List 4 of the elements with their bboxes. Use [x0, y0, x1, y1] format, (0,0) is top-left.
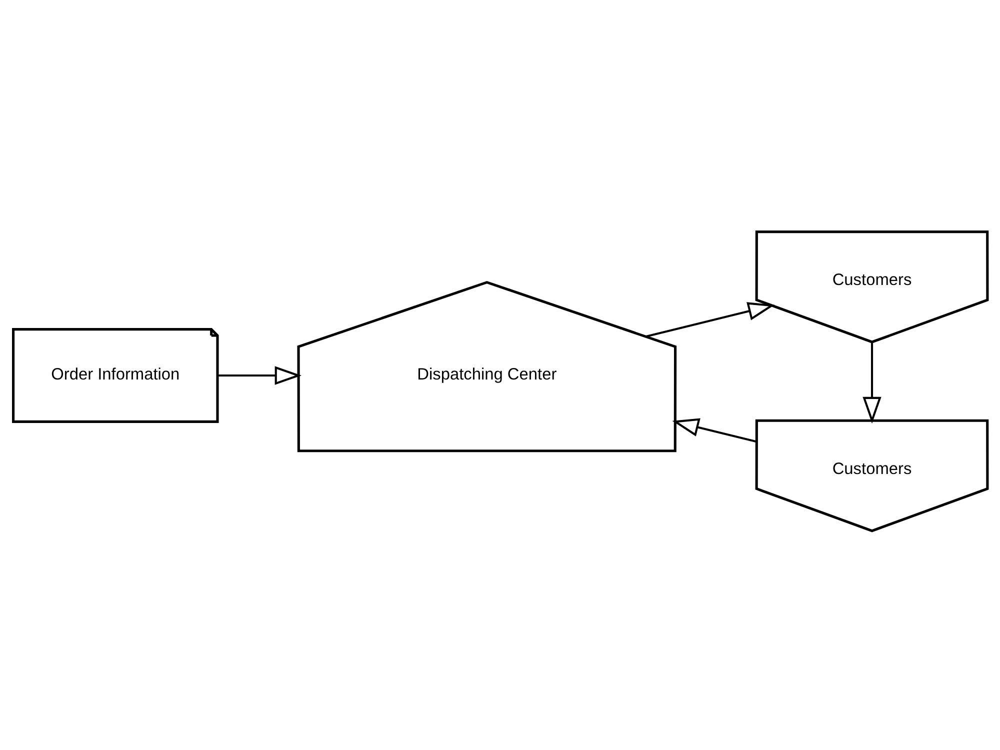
arrow: [645, 302, 774, 338]
arrow: [217, 366, 302, 384]
arrow: [862, 342, 881, 424]
arrow: [672, 418, 756, 442]
